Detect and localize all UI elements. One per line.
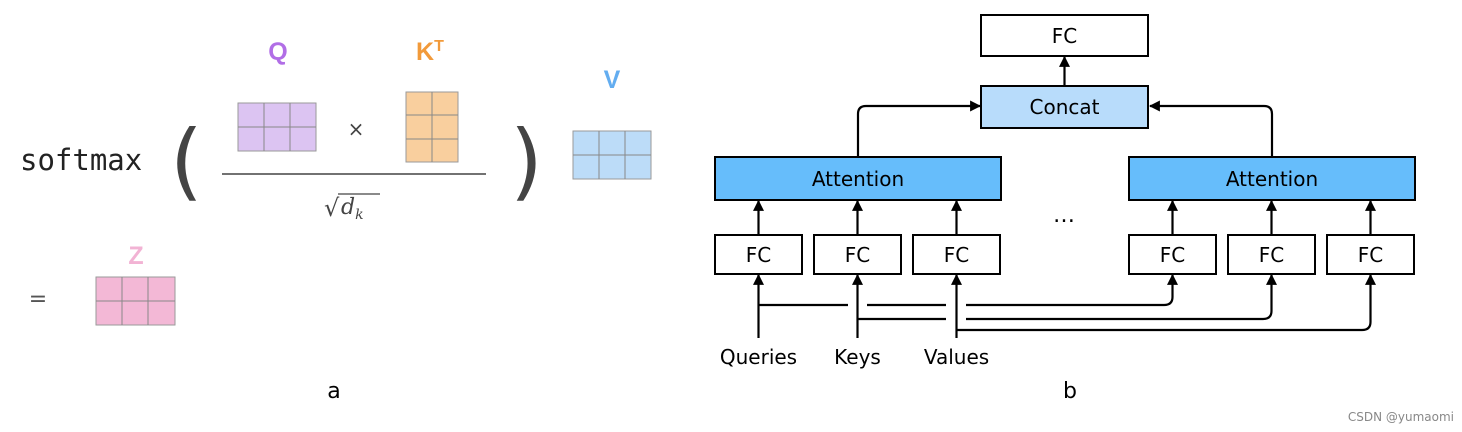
fc-top-label: FC [1052, 24, 1077, 48]
panel-a: softmax ( ) Q × KT √ dk V [20, 38, 652, 404]
fc-label-6: FC [1358, 243, 1383, 267]
attention-box-2 [1128, 156, 1416, 201]
caption-a: a [327, 379, 340, 404]
q-matrix [237, 102, 317, 152]
input-label-queries: Queries [720, 345, 797, 369]
k-superscript: T [434, 38, 444, 55]
keys-branch-wire [857, 275, 1272, 321]
k-label: KT [416, 38, 444, 66]
equals-symbol: = [29, 287, 47, 312]
attention-label-2: Attention [1226, 167, 1318, 191]
concat-label: Concat [1030, 95, 1100, 119]
fc-box-1 [714, 234, 803, 275]
v-matrix [572, 130, 652, 180]
fc-label-2: FC [845, 243, 870, 267]
v-label: V [604, 66, 621, 94]
fc-box-2 [813, 234, 902, 275]
ellipsis: … [1053, 203, 1075, 228]
caption-b: b [1063, 379, 1077, 404]
dk-term: dk [341, 195, 364, 223]
fc-label-4: FC [1160, 243, 1185, 267]
panel-b: FC Concat Attention Attention FC FC FC F… [714, 14, 1416, 404]
input-label-values: Values [924, 345, 989, 369]
watermark: CSDN @yumaomi [1348, 410, 1454, 424]
sqrt-symbol: √ [324, 194, 340, 222]
sqrt-dk: √ dk [324, 193, 380, 223]
dk-subscript: k [355, 207, 363, 223]
attention-box-1 [714, 156, 1002, 201]
fc-label-5: FC [1259, 243, 1284, 267]
arrow-attention1-to-concat [856, 100, 982, 157]
q-label: Q [268, 38, 287, 66]
open-paren: ( [170, 112, 203, 210]
input-label-keys: Keys [834, 345, 881, 369]
fc-label-1: FC [746, 243, 771, 267]
kt-matrix [405, 91, 459, 163]
queries-branch-wire [758, 275, 1173, 307]
z-label: Z [128, 242, 143, 270]
fc-label-3: FC [944, 243, 969, 267]
attention-label-1: Attention [812, 167, 904, 191]
close-paren: ) [510, 112, 543, 210]
z-matrix [95, 276, 176, 326]
values-branch-wire [956, 273, 1376, 332]
fc-top-box [980, 14, 1149, 57]
softmax-label: softmax [20, 143, 142, 177]
times-symbol: × [348, 117, 365, 141]
arrow-attention2-to-concat [1148, 100, 1274, 157]
